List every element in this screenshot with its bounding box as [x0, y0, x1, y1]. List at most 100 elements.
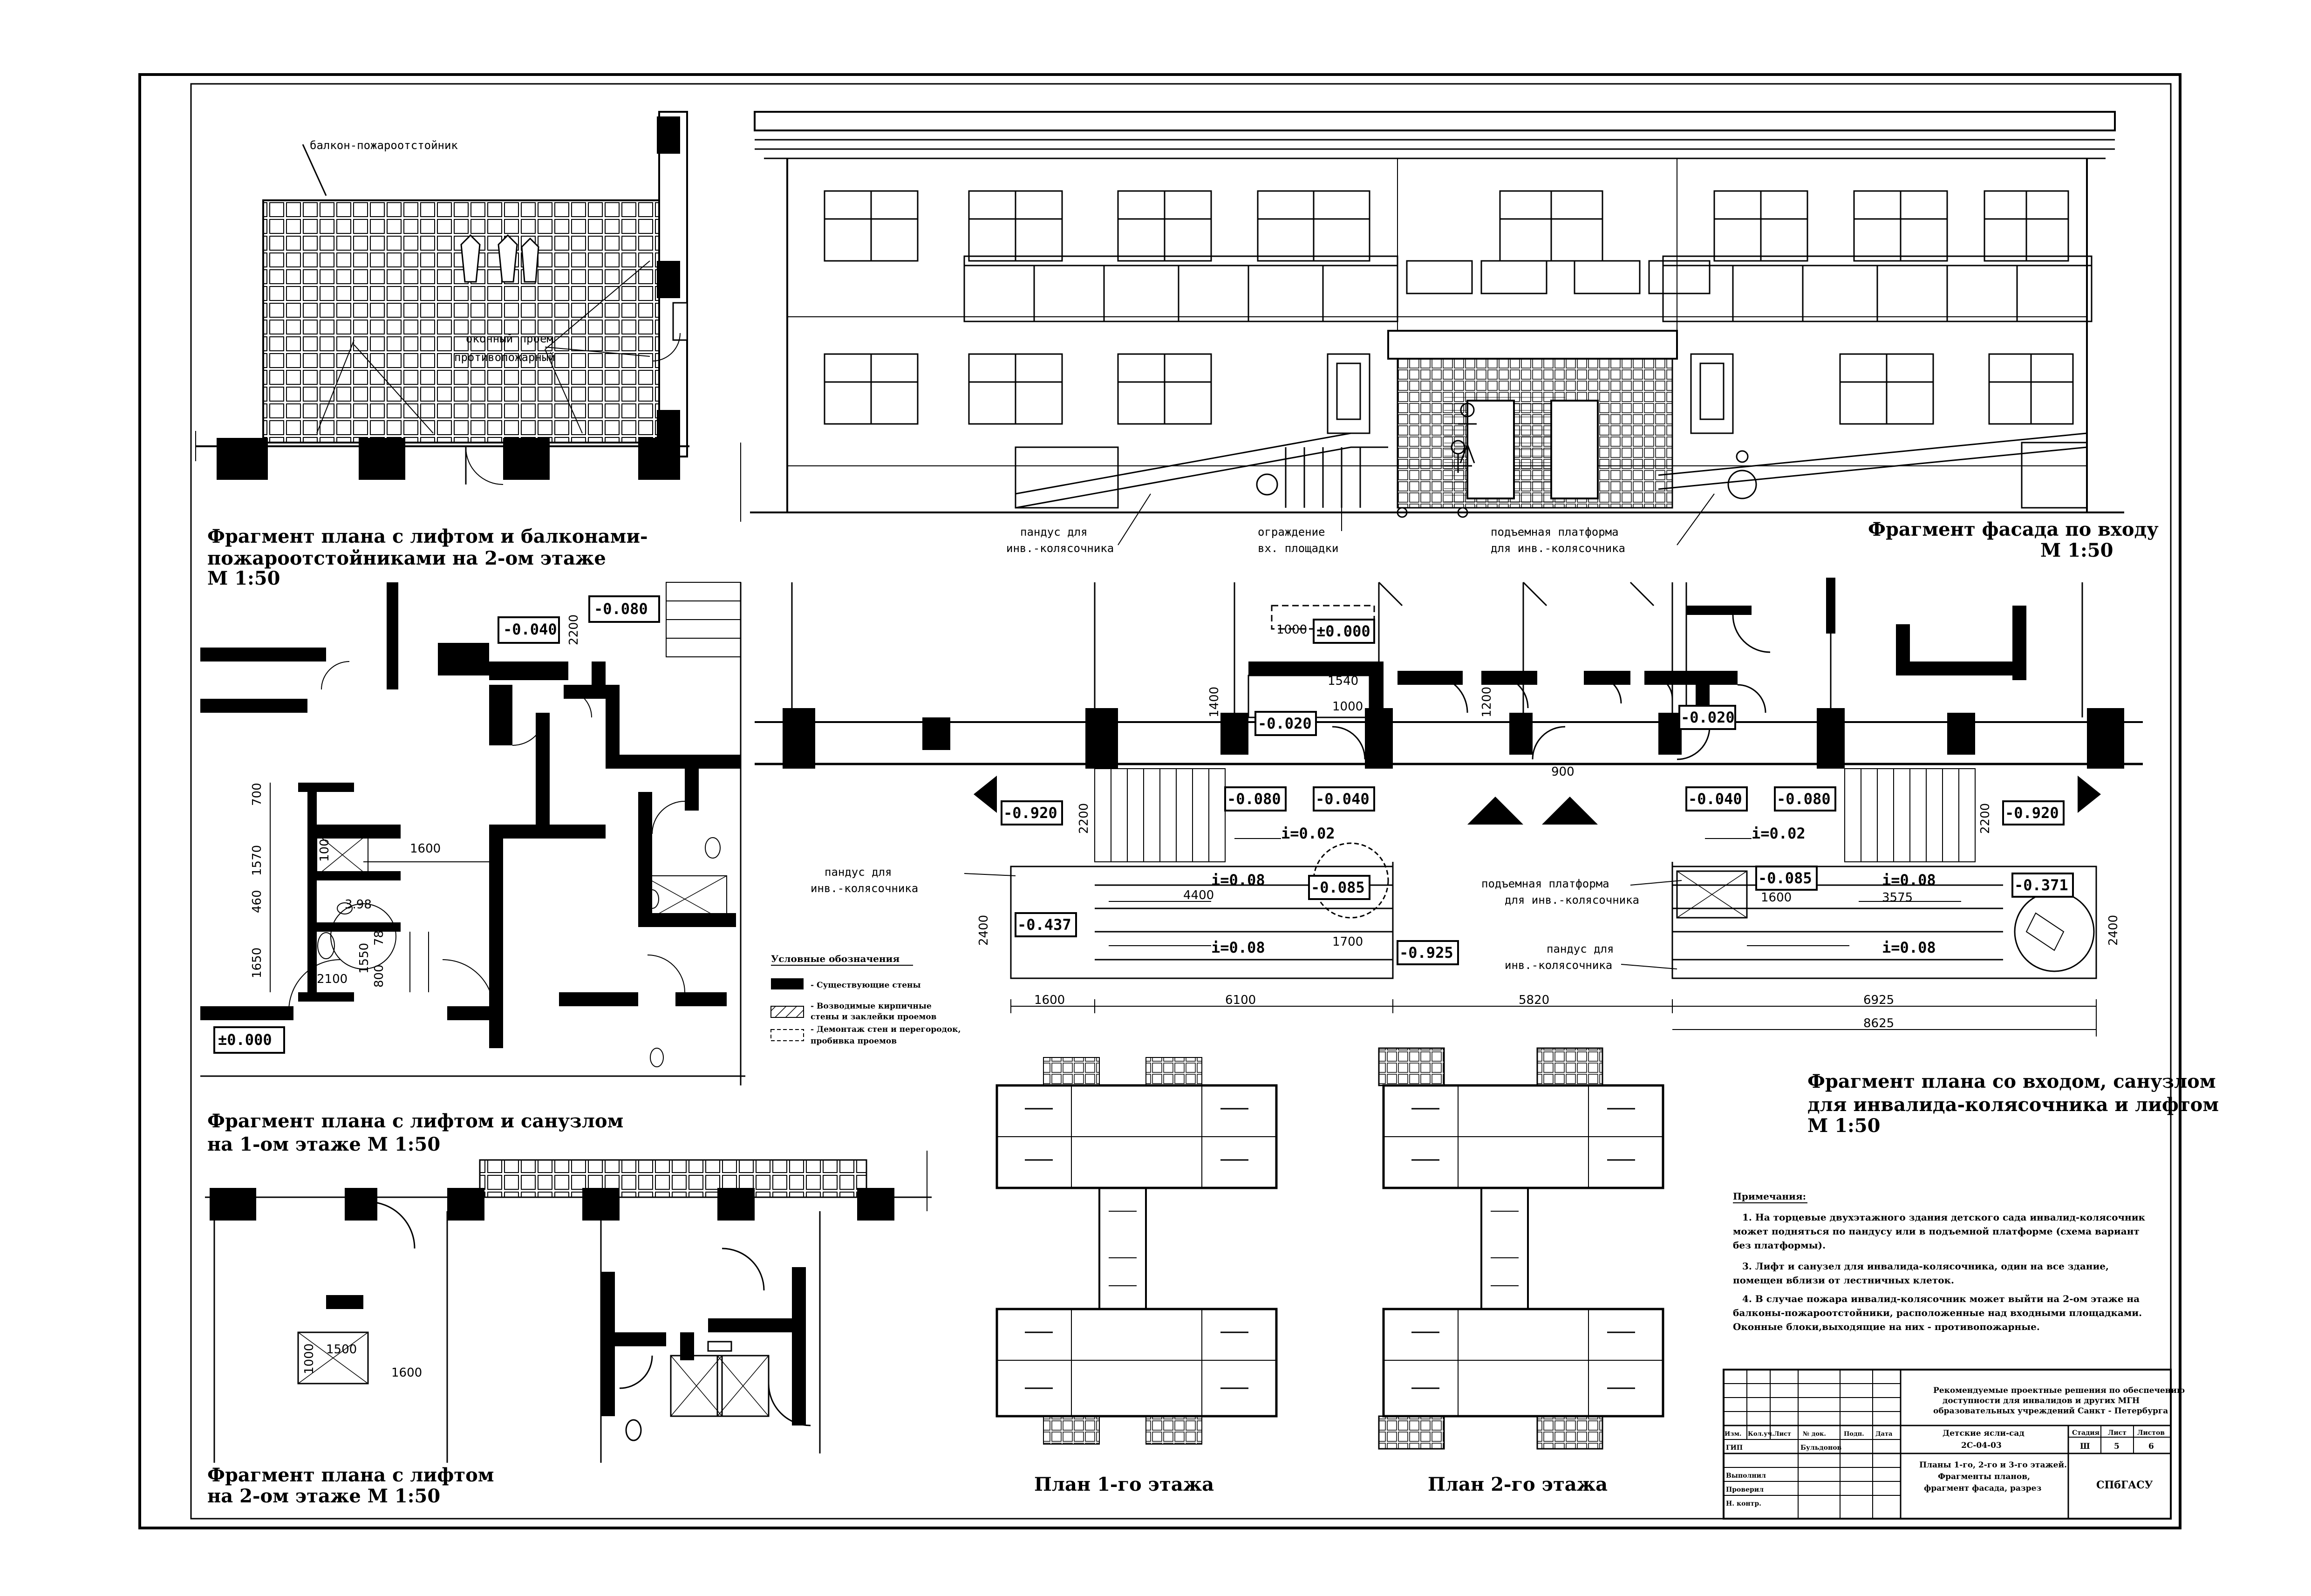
label-balcony: балкон-пожароотстойник [310, 139, 458, 152]
p1-dim-700: 700 [250, 783, 264, 806]
facade-label-fence-1: ограждение [1258, 525, 1325, 539]
p1-dim-780: 780 [372, 922, 386, 946]
plan2-fragment: 1600 1000 1500 Фрагмент плана с лифтом н… [205, 1151, 932, 1507]
ep-mark-020a: -0.020 [1258, 715, 1312, 732]
ep-label-ramp2-1: пандус для [1547, 942, 1614, 955]
note-3a: 3. Лифт и санузел для инвалида-колясочни… [1742, 1261, 2109, 1272]
figure-people [1256, 402, 1757, 518]
p2-title-1: Фрагмент плана с лифтом [207, 1464, 494, 1486]
legend-item-3a: - Демонтаж стен и перегородок, [811, 1025, 961, 1034]
tb-stage: Ш [2080, 1442, 2090, 1451]
ep-dim-6925: 6925 [1863, 993, 1894, 1007]
tb-checked: Проверил [1726, 1486, 1764, 1494]
tb-developed: Выполнил [1726, 1472, 1766, 1480]
entrance-plan: ±0.000 -0.020 -0.020 -0.080 -0.040 -0.92… [755, 578, 2219, 1137]
tb-col-doc: № док. [1803, 1431, 1826, 1438]
tb-sheet-3: фрагмент фасада, разрез [1924, 1484, 2041, 1493]
note-4b: балконы-пожароотстойники, расположенные … [1733, 1307, 2142, 1318]
p1-title-1: Фрагмент плана с лифтом и санузлом [207, 1110, 623, 1132]
note-4a: 4. В случае пожара инвалид-колясочник мо… [1742, 1293, 2140, 1304]
tb-col-sign: Подп. [1844, 1431, 1864, 1438]
tb-firm: СПбГАСУ [2096, 1479, 2153, 1491]
tb-control: Н. контр. [1726, 1500, 1761, 1507]
entrance-marker-2 [1542, 797, 1598, 825]
ep-mark-020b: -0.020 [1681, 709, 1735, 726]
p2-title-2: на 2-ом этаже М 1:50 [207, 1485, 440, 1507]
p1-dim-2200: 2200 [567, 614, 581, 645]
tb-org-2: доступности для инвалидов и других МГН [1943, 1396, 2140, 1405]
ep-dim-2200a: 2200 [1077, 803, 1091, 834]
ep-dim-2200b: 2200 [1978, 803, 1992, 834]
balconies [963, 255, 2093, 322]
facade-label-ramp-2: инв.-колясочника [1006, 542, 1114, 555]
ep-dim-1540: 1540 [1328, 674, 1358, 688]
plan1-fragment: -0.040 -0.080 ±0.000 2200 1600 700 1570 … [200, 582, 745, 1155]
tb-gip: ГИП [1726, 1444, 1743, 1452]
ep-slope-6: i=0.08 [1882, 939, 1936, 956]
ep-dim-4400: 4400 [1183, 888, 1214, 902]
label-window-1: оконный проем [466, 332, 553, 345]
balcony-fragment: балкон-пожароотстойник оконный проем про… [195, 111, 741, 589]
entrance-canopy [1387, 330, 1678, 509]
ep-slope-4: i=0.02 [1752, 825, 1806, 842]
ep-slope-5: i=0.08 [1882, 871, 1936, 889]
ep-dim-2400b: 2400 [2106, 915, 2120, 946]
children-figures [460, 234, 539, 283]
ep-mark-371: -0.371 [2014, 876, 2068, 894]
note-1c: без платформы). [1733, 1240, 1826, 1251]
legend: Условные обозначения - Существующие стен… [770, 953, 961, 1046]
ep-label-ramp2-2: инв.-колясочника [1505, 959, 1612, 972]
facade-label-platform-2: для инв.-колясочника [1491, 542, 1625, 555]
tb-col-qty: Кол.уч. [1748, 1431, 1774, 1438]
legend-title: Условные обозначения [771, 953, 900, 964]
ep-mark-920b: -0.920 [2005, 804, 2059, 822]
ep-title-3: М 1:50 [1807, 1115, 1880, 1137]
tb-col-change: Изм. [1725, 1431, 1741, 1438]
ep-dim-2400a: 2400 [977, 915, 991, 946]
ep-dim-6100: 6100 [1225, 993, 1256, 1007]
p2-dim-1500: 1500 [326, 1343, 357, 1357]
entrance-level-marks: ±0.000 -0.020 -0.020 -0.080 -0.040 -0.92… [1001, 619, 2074, 965]
floor-plan-2-title: План 2-го этажа [1428, 1473, 1608, 1495]
ramp-railings [1015, 432, 2088, 509]
p1-mark-a: -0.040 [503, 621, 557, 638]
p1-title-2: на 1-ом этаже М 1:50 [207, 1133, 440, 1155]
tb-sheet-no: 5 [2114, 1442, 2120, 1451]
ep-title-1: Фрагмент плана со входом, санузлом [1807, 1071, 2216, 1092]
p1-dim-2100: 2100 [317, 972, 348, 986]
p1-mark-b: -0.080 [594, 600, 648, 618]
ep-label-ramp-2: инв.-колясочника [811, 882, 918, 895]
tb-stage-h: Стадия [2072, 1429, 2100, 1437]
tb-sheets-no: 6 [2148, 1442, 2154, 1451]
ep-slope-2: i=0.08 [1211, 871, 1265, 889]
ep-slope-1: i=0.02 [1281, 825, 1335, 842]
entrance-facade: пандус для инв.-колясочника ограждение в… [750, 111, 2159, 561]
p1-dim-1570: 1570 [250, 845, 264, 876]
balcony-title-2: пожароотстойниками на 2-ом этаже [207, 547, 606, 569]
entrance-marker-1 [1467, 797, 1523, 825]
ep-dim-900: 900 [1551, 765, 1575, 779]
note-4c: Оконные блоки,выходящие на них - противо… [1733, 1321, 2040, 1332]
floor-plan-1 [995, 1057, 1278, 1445]
note-3b: помещен вблизи от лестничных клеток. [1733, 1275, 1954, 1286]
ep-dim-5820: 5820 [1519, 993, 1549, 1007]
tb-object-1: Детские ясли-сад [1943, 1429, 2025, 1438]
legend-item-2a: - Возводимые кирпичные [811, 1002, 932, 1011]
balcony-title-3: М 1:50 [207, 567, 280, 589]
ep-mark-040a: -0.040 [1316, 790, 1370, 808]
ep-mark-040b: -0.040 [1688, 790, 1742, 808]
p1-dim-1500: 1500 [340, 823, 371, 837]
stair-right [1844, 768, 1976, 862]
ep-dim-1600b: 1600 [1034, 993, 1065, 1007]
ep-dim-1600a: 1600 [1761, 891, 1792, 905]
ep-mark-925: -0.925 [1399, 944, 1453, 962]
ep-mark-080b: -0.080 [1777, 790, 1831, 808]
tb-col-sheet: Лист [1774, 1431, 1791, 1438]
ep-dim-1000a: 1000 [1276, 623, 1307, 637]
ep-dim-1000b: 1000 [1332, 700, 1363, 714]
ep-dim-1700: 1700 [1332, 935, 1363, 949]
p1-dim-1600: 1600 [410, 842, 441, 856]
tb-org-3: образовательных учреждений Санкт - Петер… [1933, 1406, 2168, 1416]
lower-windows [824, 353, 2074, 434]
